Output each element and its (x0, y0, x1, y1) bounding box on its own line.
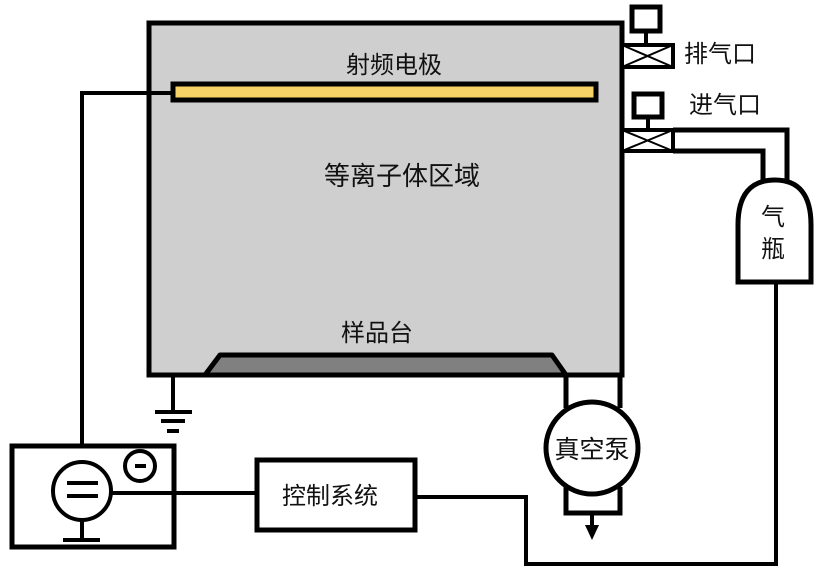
control-gas-wire (415, 283, 778, 566)
inlet-valve-icon (620, 91, 675, 153)
exhaust-valve-icon (620, 4, 675, 69)
plasma-region-label: 等离子体区域 (324, 162, 480, 192)
exhaust-arrow-icon (585, 513, 599, 540)
exhaust-port-label: 排气口 (684, 40, 756, 68)
vacuum-pump (543, 399, 641, 497)
minus-terminal-icon (123, 449, 157, 483)
control-system-box (254, 457, 418, 533)
sample-stage-label: 样品台 (341, 319, 413, 347)
vacuum-pump-label: 真空泵 (554, 435, 629, 464)
rf-electrode-label: 射频电极 (346, 51, 442, 79)
inlet-port-label: 进气口 (689, 91, 761, 119)
ac-source-icon (51, 460, 113, 542)
sample-stage (202, 352, 569, 378)
control-system-label: 控制系统 (282, 482, 378, 510)
gas-inlet-pipe (673, 127, 790, 182)
gas-cylinder-label-2: 瓶 (761, 235, 785, 263)
ground-icon (155, 377, 192, 433)
rf-electrode (170, 81, 599, 103)
gas-cylinder-label-1: 气 (761, 203, 785, 231)
gas-cylinder (735, 177, 814, 285)
rf-feed-wire (80, 91, 173, 453)
